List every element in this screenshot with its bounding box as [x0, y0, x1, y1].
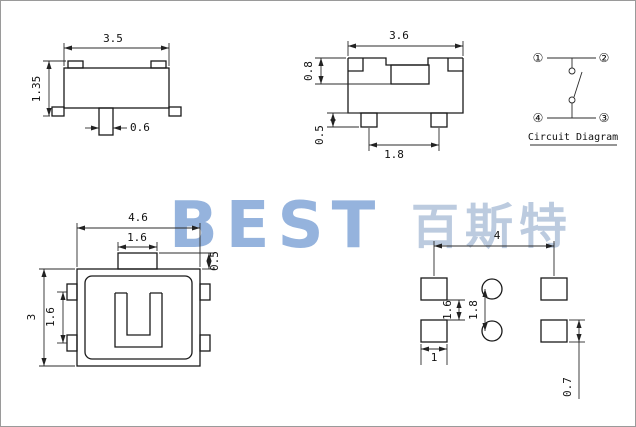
dim-plan-stem-width: 1.6	[127, 231, 147, 244]
circuit-wires	[547, 57, 596, 119]
dim-side-step: 0.8	[302, 61, 315, 81]
dim-plan-width: 4.6	[128, 211, 148, 224]
footprint-dimensions: 4 1.6 1.8 1 0.7	[420, 229, 585, 399]
dim-plan-tab-pitch: 1.6	[44, 307, 57, 327]
plan-view-outline	[66, 252, 211, 367]
side-view: 3.6 0.8 0.5 1.8	[302, 29, 464, 161]
switch-blade	[573, 71, 583, 98]
pad-top-right	[540, 277, 568, 301]
terminal-1-label: ①	[533, 51, 544, 65]
front-view-dimensions: 3.5 1.35 0.6	[30, 32, 170, 134]
dim-footprint-pad-width: 1	[431, 351, 438, 364]
plan-view: 4.6 1.6 0.5 3 1.6	[25, 211, 221, 367]
front-view-outline	[51, 60, 182, 136]
pad-bottom-left	[420, 319, 448, 343]
dim-front-stem-width: 0.6	[130, 121, 150, 134]
footprint-pads	[420, 277, 568, 343]
side-view-dimensions: 3.6 0.8 0.5 1.8	[302, 29, 464, 161]
contact-bottom	[568, 96, 576, 104]
dim-footprint-pad-height: 0.7	[561, 377, 574, 397]
plan-view-dimensions: 4.6 1.6 0.5 3 1.6	[25, 211, 221, 367]
hole-top	[481, 278, 503, 300]
dim-side-width: 3.6	[389, 29, 409, 42]
dim-plan-depth: 3	[25, 314, 38, 321]
pad-bottom-right	[540, 319, 568, 343]
dim-plan-stem-height: 0.5	[208, 251, 221, 271]
pad-top-left	[420, 277, 448, 301]
terminal-4-label: ④	[533, 111, 544, 125]
circuit-diagram-view: ① ② ④ ③ Circuit Diagram	[528, 51, 618, 146]
dim-footprint-hole-pitch: 1.8	[467, 300, 480, 320]
front-view: 3.5 1.35 0.6	[30, 32, 182, 136]
side-view-outline	[347, 57, 464, 128]
watermark: BEST 百斯特	[169, 189, 573, 263]
terminal-2-label: ②	[599, 51, 610, 65]
dim-footprint-pad-gap: 1.6	[441, 300, 454, 320]
dim-footprint-span: 4	[494, 229, 501, 242]
dim-side-lead-pitch: 1.8	[384, 148, 404, 161]
watermark-cjk: 百斯特	[411, 199, 573, 255]
dim-front-height: 1.35	[30, 76, 43, 103]
contact-top	[568, 67, 576, 75]
watermark-latin: BEST	[169, 189, 383, 263]
dim-front-width: 3.5	[103, 32, 123, 45]
circuit-diagram-title: Circuit Diagram	[528, 132, 618, 143]
footprint-view: 4 1.6 1.8 1 0.7	[420, 229, 585, 399]
dim-side-lead-height: 0.5	[313, 125, 326, 145]
terminal-3-label: ③	[599, 111, 610, 125]
hole-bottom	[481, 320, 503, 342]
